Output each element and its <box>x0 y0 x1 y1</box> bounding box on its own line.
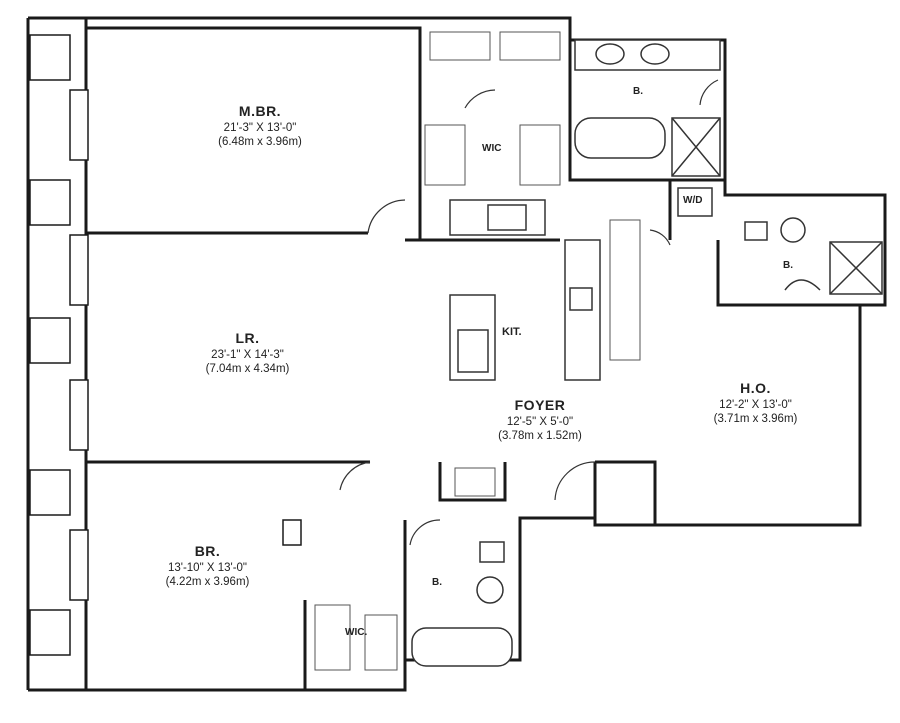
home-office-dim-m: (3.71m x 3.96m) <box>713 412 798 425</box>
interior-walls <box>86 26 860 690</box>
master-bath-label: B. <box>633 86 643 97</box>
master-bedroom-dim-ft: 21'-3" X 13'-0" <box>223 121 297 134</box>
living-room-dim-ft: 23'-1" X 14'-3" <box>211 348 284 361</box>
master-bedroom-dim-m: (6.48m x 3.96m) <box>218 135 302 148</box>
living-room-name: LR. <box>235 330 260 346</box>
master-wic-label: WIC <box>482 143 502 154</box>
foyer-name: FOYER <box>514 397 566 413</box>
bedroom-label: BR. 13'-10" X 13'-0" (4.22m x 3.96m) <box>130 543 285 589</box>
master-bath-fixtures <box>574 39 721 217</box>
washer-dryer-label: W/D <box>683 195 703 206</box>
kitchen-label: KIT. <box>502 326 522 338</box>
foyer-dim-ft: 12'-5" X 5'-0" <box>506 415 574 428</box>
foyer-dim-m: (3.78m x 1.52m) <box>498 429 582 442</box>
bedroom-bath-fixtures <box>411 541 513 667</box>
bedroom-bath-label: B. <box>432 577 442 588</box>
bedroom-wic-label: WIC. <box>345 627 368 638</box>
kitchen-fixtures <box>449 199 601 381</box>
closet-shelving <box>314 31 641 671</box>
foyer-label: FOYER 12'-5" X 5'-0" (3.78m x 1.52m) <box>475 397 605 443</box>
office-bath-fixtures <box>744 217 883 295</box>
bedroom-dim-m: (4.22m x 3.96m) <box>165 575 250 588</box>
office-bath-label: B. <box>783 260 793 271</box>
master-bedroom-label: M.BR. 21'-3" X 13'-0" (6.48m x 3.96m) <box>175 103 345 149</box>
home-office-name: H.O. <box>740 380 771 396</box>
home-office-label: H.O. 12'-2" X 13'-0" (3.71m x 3.96m) <box>688 380 823 426</box>
bedroom-dim-ft: 13'-10" X 13'-0" <box>167 561 248 574</box>
home-office-dim-ft: 12'-2" X 13'-0" <box>719 398 792 411</box>
bedroom-name: BR. <box>194 543 221 559</box>
structural-column <box>282 519 302 546</box>
master-bedroom-name: M.BR. <box>238 103 282 119</box>
facade-columns <box>29 34 89 656</box>
door-swings <box>339 79 719 546</box>
living-room-label: LR. 23'-1" X 14'-3" (7.04m x 4.34m) <box>160 330 335 376</box>
living-room-dim-m: (7.04m x 4.34m) <box>205 362 290 375</box>
